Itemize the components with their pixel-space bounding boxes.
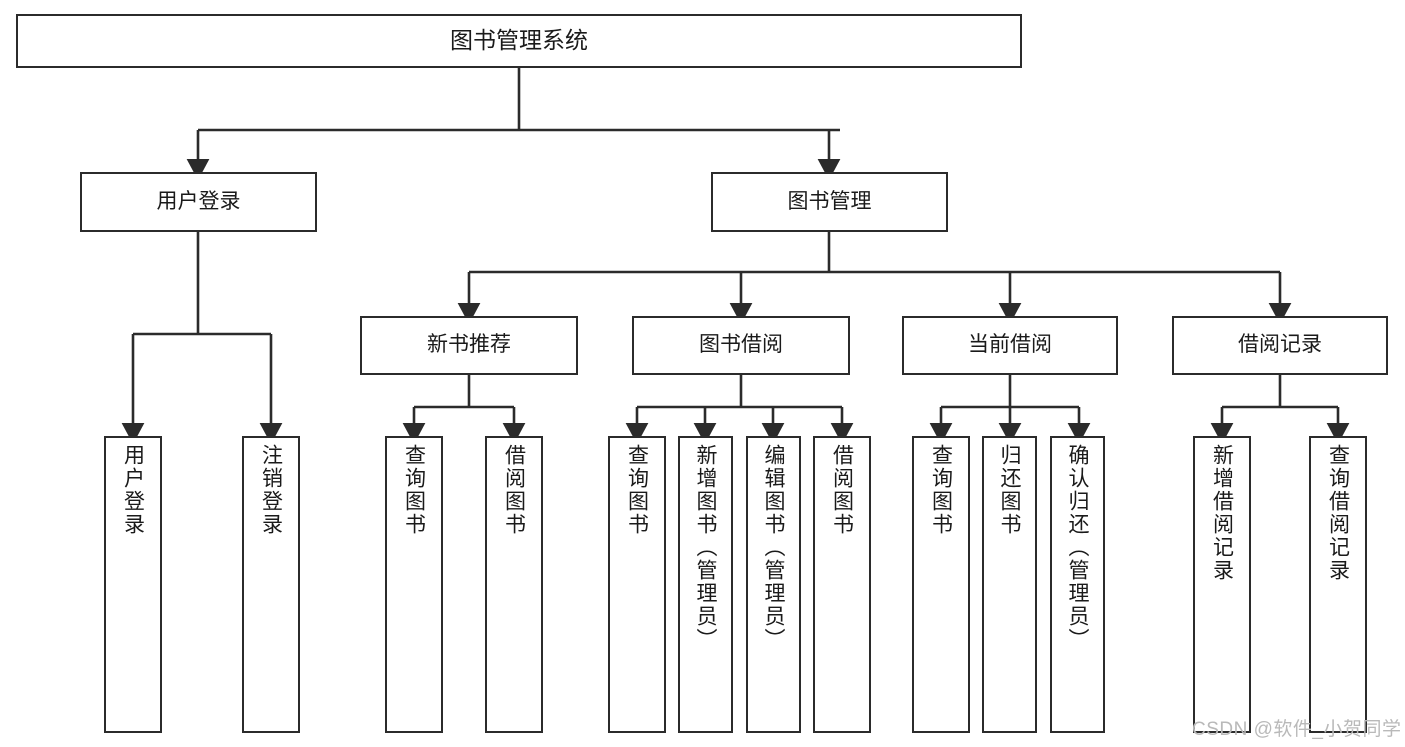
node-label: 确认归还（管理员） xyxy=(1066,444,1089,651)
node-label: 查询借阅记录 xyxy=(1326,444,1350,582)
leaf-borrow-book-recommend[interactable]: 借阅图书 xyxy=(485,436,543,733)
leaf-query-book-recommend[interactable]: 查询图书 xyxy=(385,436,443,733)
node-label: 新增图书（管理员） xyxy=(694,444,717,651)
node-user-login[interactable]: 用户登录 xyxy=(80,172,317,232)
node-label: 注销登录 xyxy=(259,444,283,536)
leaf-query-book-borrow[interactable]: 查询图书 xyxy=(608,436,666,733)
node-current-borrow[interactable]: 当前借阅 xyxy=(902,316,1118,375)
node-label: 新书推荐 xyxy=(427,333,511,357)
node-label: 图书管理 xyxy=(787,189,872,213)
node-label: 查询图书 xyxy=(929,444,953,536)
node-label: 当前借阅 xyxy=(968,333,1052,357)
node-label: 查询图书 xyxy=(625,444,649,536)
watermark-csdn: CSDN @软件_小贺同学 xyxy=(1192,719,1402,740)
node-root-system[interactable]: 图书管理系统 xyxy=(16,14,1022,68)
node-label: 图书管理系统 xyxy=(450,27,588,54)
leaf-query-book-current[interactable]: 查询图书 xyxy=(912,436,970,733)
leaf-logout[interactable]: 注销登录 xyxy=(242,436,300,733)
node-label: 图书借阅 xyxy=(699,333,783,357)
node-label: 借阅图书 xyxy=(830,444,854,536)
leaf-query-borrow-record[interactable]: 查询借阅记录 xyxy=(1309,436,1367,733)
node-new-book-recommend[interactable]: 新书推荐 xyxy=(360,316,578,375)
node-label: 用户登录 xyxy=(121,444,145,536)
node-label: 新增借阅记录 xyxy=(1210,444,1234,582)
node-label: 查询图书 xyxy=(402,444,426,536)
leaf-confirm-return-admin[interactable]: 确认归还（管理员） xyxy=(1050,436,1105,733)
node-label: 借阅记录 xyxy=(1238,333,1322,357)
node-label: 用户登录 xyxy=(156,189,241,213)
leaf-borrow-book[interactable]: 借阅图书 xyxy=(813,436,871,733)
node-book-management[interactable]: 图书管理 xyxy=(711,172,948,232)
node-label: 借阅图书 xyxy=(502,444,526,536)
leaf-user-login[interactable]: 用户登录 xyxy=(104,436,162,733)
leaf-edit-book-admin[interactable]: 编辑图书（管理员） xyxy=(746,436,801,733)
node-book-borrow[interactable]: 图书借阅 xyxy=(632,316,850,375)
leaf-add-borrow-record[interactable]: 新增借阅记录 xyxy=(1193,436,1251,733)
leaf-add-book-admin[interactable]: 新增图书（管理员） xyxy=(678,436,733,733)
node-label: 归还图书 xyxy=(998,444,1021,536)
node-label: 编辑图书（管理员） xyxy=(762,444,785,651)
node-borrow-record[interactable]: 借阅记录 xyxy=(1172,316,1388,375)
leaf-return-book[interactable]: 归还图书 xyxy=(982,436,1037,733)
